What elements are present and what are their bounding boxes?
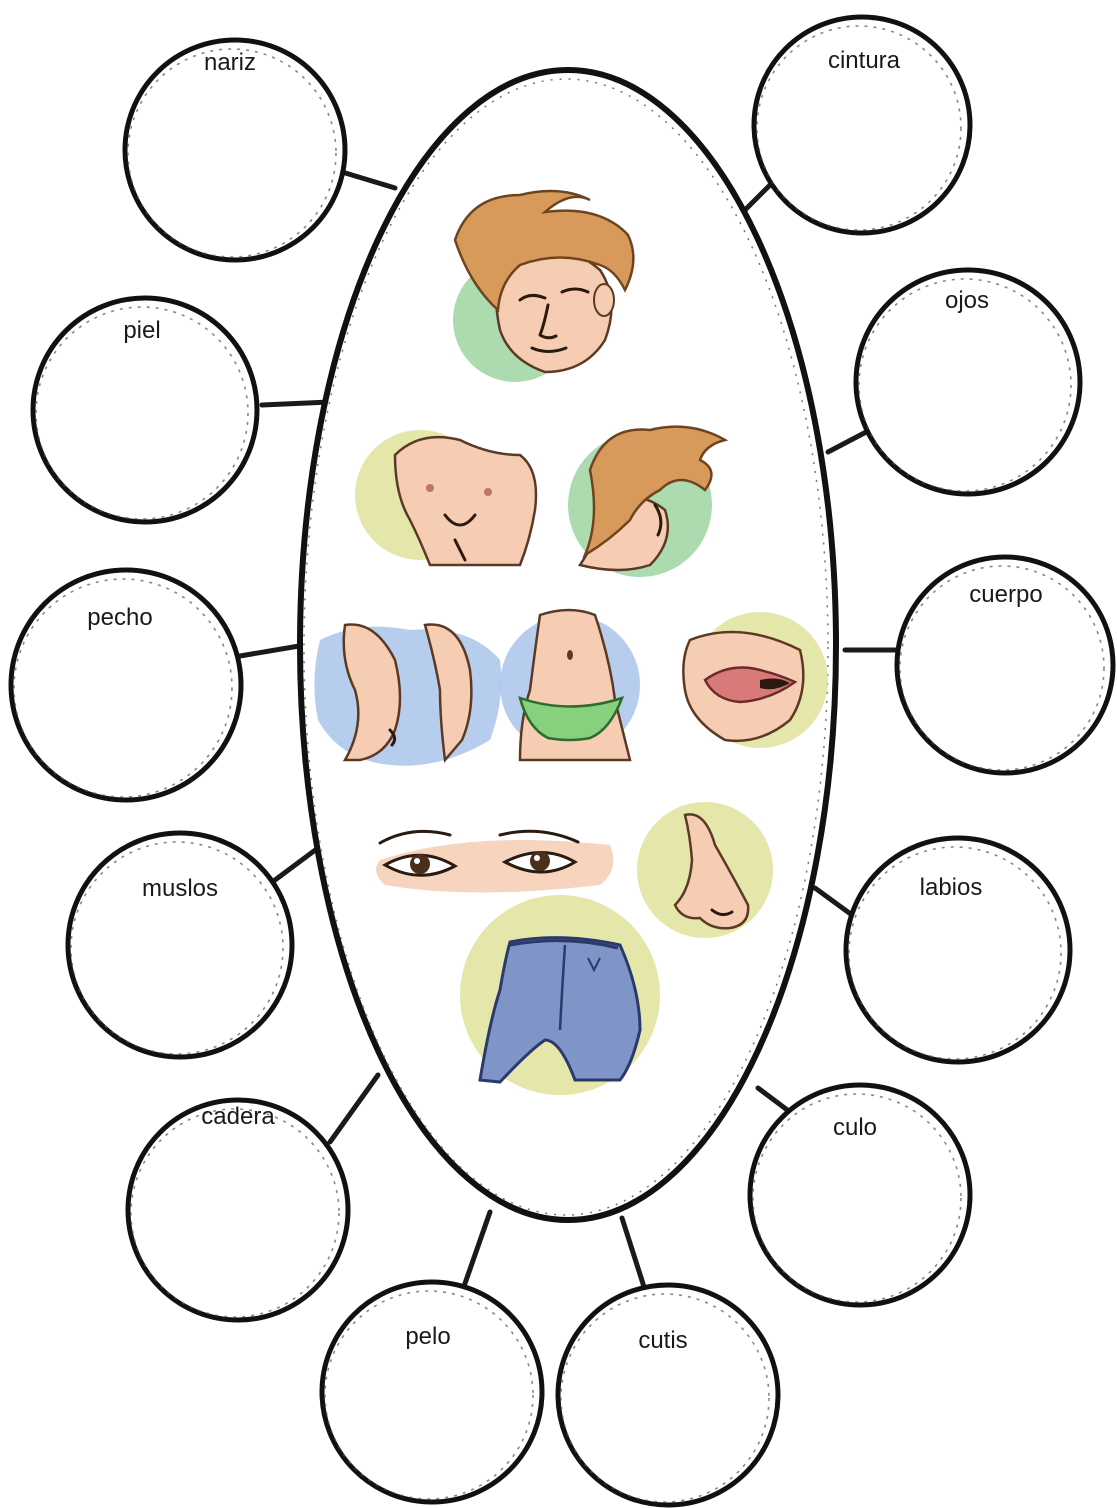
connector-piel xyxy=(262,402,330,405)
connector-ojos xyxy=(828,430,870,452)
circle-cutis: cutis xyxy=(558,1285,778,1505)
label-cintura: cintura xyxy=(828,47,901,74)
circle-pelo: pelo xyxy=(322,1282,542,1502)
label-cadera: cadera xyxy=(201,1103,275,1130)
connector-cutis xyxy=(622,1218,645,1290)
connector-muslos xyxy=(275,848,318,880)
label-ojos: ojos xyxy=(945,287,989,314)
label-muslos: muslos xyxy=(142,875,218,902)
circle-cintura: cintura xyxy=(754,17,970,233)
circle-labios: labios xyxy=(846,838,1070,1062)
circle-piel: piel xyxy=(33,298,257,522)
thighs-icon xyxy=(314,624,501,765)
connector-culo xyxy=(758,1088,790,1112)
circle-nariz: nariz xyxy=(125,40,345,260)
label-cutis: cutis xyxy=(638,1327,687,1354)
buttocks-icon xyxy=(460,895,660,1095)
label-cuerpo: cuerpo xyxy=(969,581,1042,608)
connector-cintura xyxy=(745,185,770,210)
label-pecho: pecho xyxy=(87,604,152,631)
connector-pelo xyxy=(462,1212,490,1292)
circle-culo: culo xyxy=(750,1085,970,1305)
connector-labios xyxy=(815,888,852,915)
circle-ojos: ojos xyxy=(856,270,1080,494)
label-nariz: nariz xyxy=(204,49,256,76)
label-piel: piel xyxy=(123,317,160,344)
label-labios: labios xyxy=(920,874,983,901)
connector-nariz xyxy=(342,172,395,188)
connector-cadera xyxy=(330,1075,378,1142)
connector-pecho xyxy=(240,645,305,656)
circle-pecho: pecho xyxy=(11,570,241,800)
circle-muslos: muslos xyxy=(68,833,292,1057)
label-pelo: pelo xyxy=(405,1323,450,1350)
circle-cadera: cadera xyxy=(128,1100,348,1320)
circle-cuerpo: cuerpo xyxy=(897,557,1113,773)
nose-icon xyxy=(637,802,773,938)
label-culo: culo xyxy=(833,1114,877,1141)
